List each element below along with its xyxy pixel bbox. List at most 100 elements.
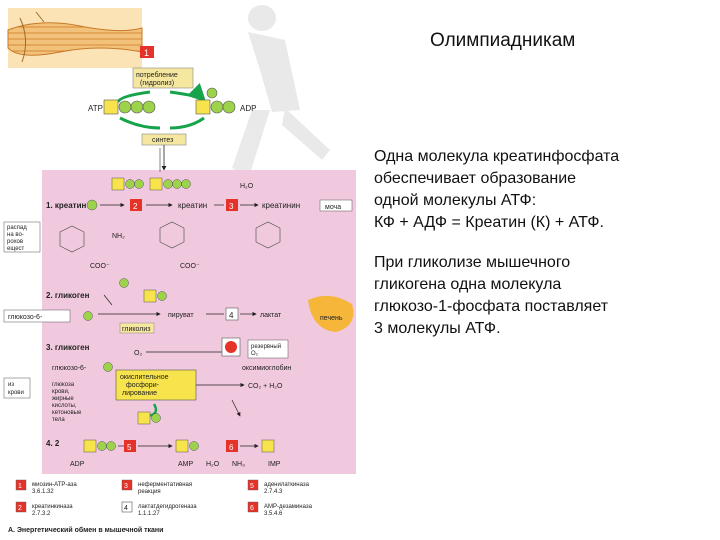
reserve-o2-label: резервный [251,343,281,350]
paragraph-line: КФ + АДФ = Креатин (К) + АТФ. [374,214,604,231]
adp-label: ADP [240,104,256,113]
creatine-label: креатин [178,201,207,210]
legend-item: 1 миозин-АТР-аза 3.6.1.32 [15,479,77,495]
from-blood-sub: крови [8,390,24,396]
step-number: 6 [229,443,234,452]
legend-item: 2 креатинкиназа 2.7.3.2 [15,501,73,517]
legend-code: 2.7.3.2 [32,511,51,517]
legend-code: 3.5.4.6 [264,511,283,517]
legend-number: 1 [18,483,22,490]
co2-water-label: CO₂ + H₂O [248,383,283,390]
legend-item: 5 аденилаткиназа 2.7.4.3 [247,479,310,495]
section3-label: 3. гликоген [46,343,90,352]
adp-label-4: ADP [70,461,85,468]
oxidative-line: окислительное [120,374,169,381]
paragraph-line: При гликолизе мышечного [374,254,571,271]
section-oxidative: 3. гликоген O₂ резервный O₂ оксимиоглоби… [3,337,291,425]
fuel-line: кетоновые [52,410,82,416]
reserve-o2-sub: O₂ [251,351,259,357]
water-label: H₂O [240,183,254,190]
liver-shape [308,295,354,332]
oxymyoglobin-label: оксимиоглобин [242,364,291,372]
fuel-line: кислоты, [52,403,77,409]
side-note-line: на во- [7,232,24,238]
enzyme-legend: 1 миозин-АТР-аза 3.6.1.32 2 креатинкиназ… [15,479,313,517]
urine-label: моча [325,204,341,211]
side-note-line: распад [7,225,27,231]
legend-name: неферментативная [138,482,192,488]
creatinine-label: креатинин [262,201,300,210]
from-blood-label: из [8,382,14,388]
fuel-line: жирные [52,396,74,402]
section-nucleotides: 4. 2 ADP 5 AMP 6 IMP H₂O NH₃ [46,439,281,468]
runner-watermark [232,5,330,180]
pyruvate-label: пируват [168,312,194,319]
muscle-fiber-illustration [7,8,143,68]
oxidative-line: лирование [122,390,157,397]
figure-caption: А. Энергетический обмен в мышечной ткани [8,526,163,534]
glycolysis-label: гликолиз [122,326,150,333]
slide-title: Олимпиадникам [430,30,576,51]
consumption-label: потребление [136,71,178,79]
atp-cycle: 1 потребление (гидролиз) ATP ADP синтез [88,46,256,171]
section1-label: 1. креатин [46,201,87,210]
legend-number: 5 [250,483,254,490]
paragraph-creatine-phosphate: Одна молекула креатинфосфата обеспечивае… [374,146,709,234]
fuel-line: тела [52,417,65,423]
step-number: 2 [133,202,138,211]
paragraph-line: гликогена одна молекула [374,276,562,293]
legend-item: 4 лактатдегидрогеназа 1.1.1.27 [121,501,197,517]
coo-label: COO⁻ [180,263,200,270]
paragraph-glycolysis: При гликолизе мышечного гликогена одна м… [374,252,709,340]
paragraph-line: глюкозо-1-фосфата поставляет [374,298,609,315]
glucose6-label-3: глюкозо-6- [52,365,87,372]
legend-number: 2 [18,505,22,512]
legend-name: АМР-дезаминаза [264,504,313,510]
fuel-line: глюкоза [52,382,75,388]
legend-code: реакция [138,489,161,495]
legend-name: лактатдегидрогеназа [138,504,197,510]
legend-code: 2.7.4.3 [264,489,283,495]
paragraph-line: Одна молекула креатинфосфата [374,148,620,165]
oxidative-line: фосфори- [126,382,160,389]
glucose6-label: глюкозо-6- [8,314,43,321]
nh3-label: NH₃ [232,461,245,468]
legend-name: креатинкиназа [32,504,73,510]
side-note-line: ещест [7,246,25,252]
consumption-sub: (гидролиз) [140,80,174,87]
legend-number: 3 [124,483,128,490]
fuel-line: крови, [52,389,70,395]
coo-label: COO⁻ [90,263,110,270]
legend-name: аденилаткиназа [264,482,310,488]
blood-fuels: глюкоза крови, жирные кислоты, кетоновые… [52,382,82,423]
liver-label: печень [320,315,343,322]
water-label-4: H₂O [206,461,220,468]
legend-number: 6 [250,505,254,512]
step-number: 3 [229,202,234,211]
metabolism-panel [42,170,356,474]
legend-number: 4 [124,505,128,512]
section2-label: 2. гликоген [46,291,90,300]
paragraph-line: 3 молекулы АТФ. [374,320,501,337]
paragraph-line: одной молекулы АТФ: [374,192,537,209]
step-number: 5 [127,443,132,452]
side-note-line: рохов [7,239,23,245]
paragraph-line: обеспечивает образование [374,170,577,187]
synthesis-label: синтез [152,137,173,144]
legend-code: 1.1.1.27 [138,511,160,517]
section-glycogen: 2. гликоген глюкозо-6- пируват 4 лактат … [3,278,354,334]
legend-name: миозин-АТР-аза [32,482,77,488]
amp-label: AMP [178,461,194,468]
section-creatine: H₂O 1. креатин 2 креатин 3 креатинин моч… [3,177,353,270]
atp-label: ATP [88,104,103,113]
legend-item: 6 АМР-дезаминаза 3.5.4.6 [247,501,313,517]
o2-label: O₂ [134,350,142,357]
legend-item: 3 неферментативная реакция [121,479,192,495]
imp-label: IMP [268,461,281,468]
lactate-label: лактат [260,312,282,319]
legend-code: 3.6.1.32 [32,489,54,495]
cycle-step-number: 1 [144,48,149,58]
step-number: 4 [229,311,234,320]
section4-label: 4. 2 [46,439,60,448]
